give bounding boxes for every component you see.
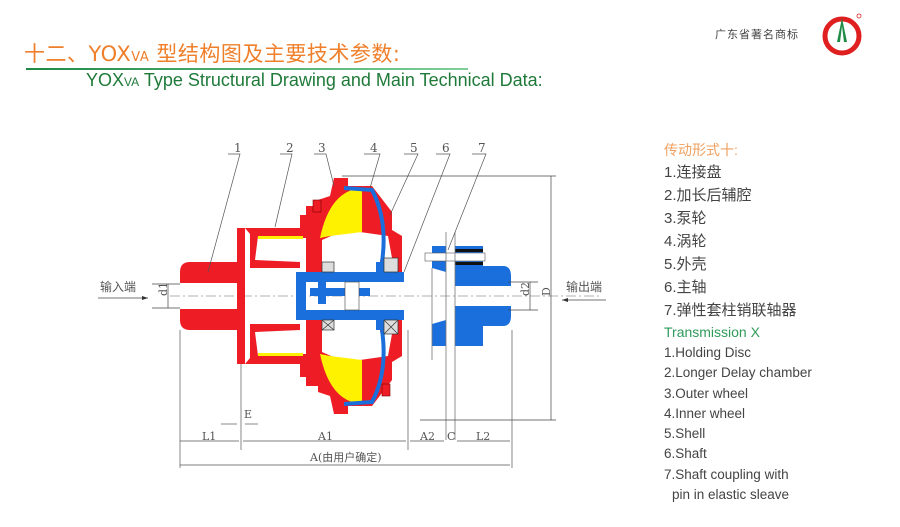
bolt [381,383,391,397]
part-number-3: 3 [318,141,326,155]
elastic-sleeve [455,249,483,252]
dim-A1: A1 [317,430,333,443]
legend-item-cn: 7.弹性套柱销联轴器 [664,302,797,319]
holding-disc [180,228,245,364]
legend-item-en: 4.Inner wheel [664,405,746,421]
elastic-sleeve [455,262,483,265]
brand-text: 广东省著名商标 [715,28,799,41]
dim-L2: L2 [476,430,490,443]
legend-item-en: 3.Outer wheel [664,385,749,401]
part-number-4: 4 [370,141,378,155]
legend-item-cn: 6.主轴 [664,279,707,296]
legend-item-cn: 2.加长后辅腔 [664,187,752,204]
delay-chamber [245,215,318,377]
title-cn-suffix: 型结构图及主要技术参数: [149,42,401,66]
legend-item-en: 6.Shaft [664,446,707,462]
legend-item-en: 5.Shell [664,426,706,442]
legend-item-en: 7.Shaft coupling with [664,466,789,482]
inner-wheel [343,186,386,406]
leader-lines [207,153,487,273]
legend-item-cn: 5.外壳 [664,256,707,273]
part-number-6: 6 [442,141,450,155]
legend-item-en: 1.Holding Disc [664,345,752,360]
page-title-en: YOXVA Type Structural Drawing and Main T… [86,70,543,91]
legend-item-en: 2.Longer Delay chamber [664,365,812,381]
part-number-2: 2 [286,141,294,155]
input-arrow-icon [142,296,148,300]
dim-d1: d1 [157,282,170,296]
oil-chamber-top [320,188,362,238]
title-en-prefix: YOX [86,70,125,90]
legend-item-cn: 1.连接盘 [664,164,722,181]
dim-A2: A2 [419,430,435,443]
bolt [312,199,322,213]
part-number-7: 7 [478,141,486,155]
page-title-cn: 十二、YOXVA 型结构图及主要技术参数: [24,38,400,68]
title-en-suffix: Type Structural Drawing and Main Technic… [139,70,543,90]
legend-heading-en: Transmission X [664,324,760,340]
legend-heading-cn: 传动形式十: [664,142,738,158]
oil-chamber-bottom [320,354,362,404]
input-end-label: 输入端 [100,279,136,294]
part-numbers: 1 2 3 4 5 6 7 [234,141,486,155]
part-number-1: 1 [234,141,242,155]
dim-L1: L1 [202,430,216,443]
bearings [321,257,399,335]
output-end-label: 输出端 [566,279,602,294]
output-arrow-icon [562,298,568,302]
dim-A: A(由用户确定) [309,450,382,464]
dim-C: C [447,430,455,443]
title-cn-prefix: 十二、YOX [24,42,132,66]
parts-legend: 传动形式十: 1.连接盘 2.加长后辅腔 3.泵轮 4.涡轮 5.外壳 6.主轴… [664,139,812,505]
title-divider [26,68,468,70]
nut [344,281,360,311]
legend-item-cn: 4.涡轮 [664,233,707,250]
part-number-5: 5 [410,141,418,155]
legend-item-cn: 3.泵轮 [664,210,707,227]
main-shaft [296,262,404,330]
title-en-sub: VA [124,75,140,89]
dim-E: E [244,408,252,421]
title-cn-sub: VA [131,50,150,65]
dim-d2: d2 [519,282,532,296]
legend-item-en-continuation: pin in elastic sleave [672,487,790,503]
dim-D: D [540,287,553,296]
trademark-logo-icon [822,13,862,56]
